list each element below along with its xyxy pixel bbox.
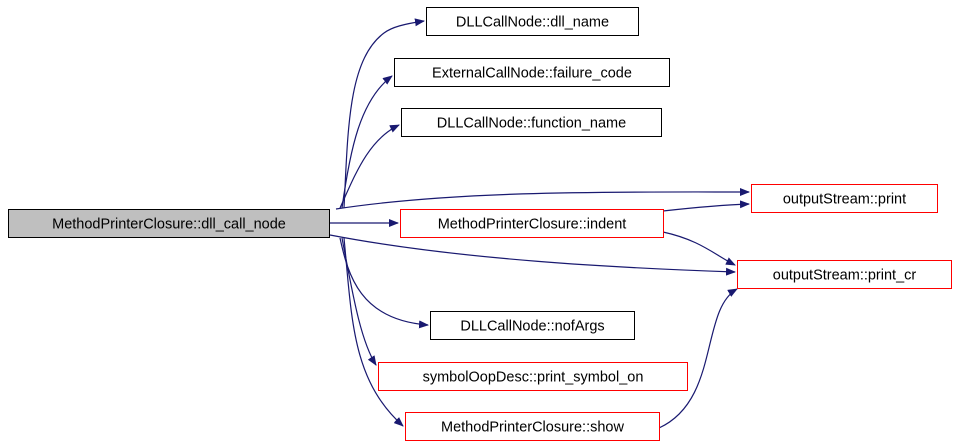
edge-indent-to-print — [662, 200, 750, 212]
node-box-root — [8, 209, 330, 238]
node-label-print_symbol_on: symbolOopDesc::print_symbol_on — [423, 370, 644, 386]
node-print_cr[interactable]: outputStream::print_cr — [737, 260, 952, 289]
node-label-print: outputStream::print — [783, 192, 906, 208]
node-label-show: MethodPrinterClosure::show — [441, 420, 624, 436]
node-dll_name[interactable]: DLLCallNode::dll_name — [426, 7, 639, 36]
node-print_symbol_on[interactable]: symbolOopDesc::print_symbol_on — [378, 362, 688, 391]
node-function_name[interactable]: DLLCallNode::function_name — [401, 108, 662, 137]
node-box-indent — [400, 209, 664, 238]
edge-root-to-dll_name — [343, 18, 425, 209]
node-box-print_cr — [737, 260, 952, 289]
node-box-print — [751, 184, 938, 213]
edge-root-to-print_cr — [329, 234, 736, 276]
edge-root-to-print — [335, 187, 750, 210]
node-box-failure_code — [394, 58, 670, 87]
node-box-nofArgs — [430, 311, 635, 340]
edge-indent-to-print_cr — [662, 231, 736, 266]
edges-layer — [329, 18, 750, 429]
node-label-dll_name: DLLCallNode::dll_name — [456, 15, 609, 31]
node-root: MethodPrinterClosure::dll_call_node — [8, 209, 330, 238]
node-failure_code[interactable]: ExternalCallNode::failure_code — [394, 58, 670, 87]
node-box-function_name — [401, 108, 662, 137]
edge-root-to-failure_code — [341, 75, 393, 209]
nodes-layer: MethodPrinterClosure::dll_call_nodeDLLCa… — [8, 7, 952, 441]
node-box-dll_name — [426, 7, 639, 36]
node-label-root: MethodPrinterClosure::dll_call_node — [52, 217, 286, 233]
node-label-failure_code: ExternalCallNode::failure_code — [432, 66, 632, 82]
node-print[interactable]: outputStream::print — [751, 184, 938, 213]
edge-root-to-print_symbol_on — [341, 237, 377, 366]
node-label-print_cr: outputStream::print_cr — [773, 268, 917, 284]
edge-root-to-nofArgs — [339, 237, 429, 329]
node-label-indent: MethodPrinterClosure::indent — [438, 217, 627, 233]
node-label-nofArgs: DLLCallNode::nofArgs — [460, 319, 604, 335]
node-nofArgs[interactable]: DLLCallNode::nofArgs — [430, 311, 635, 340]
edge-show-to-print_cr — [658, 288, 738, 429]
edge-root-to-function_name — [339, 124, 400, 209]
node-show[interactable]: MethodPrinterClosure::show — [405, 412, 660, 441]
node-box-show — [405, 412, 660, 441]
node-box-print_symbol_on — [378, 362, 688, 391]
edge-root-to-show — [343, 237, 404, 427]
node-label-function_name: DLLCallNode::function_name — [437, 116, 626, 132]
node-indent[interactable]: MethodPrinterClosure::indent — [400, 209, 664, 238]
